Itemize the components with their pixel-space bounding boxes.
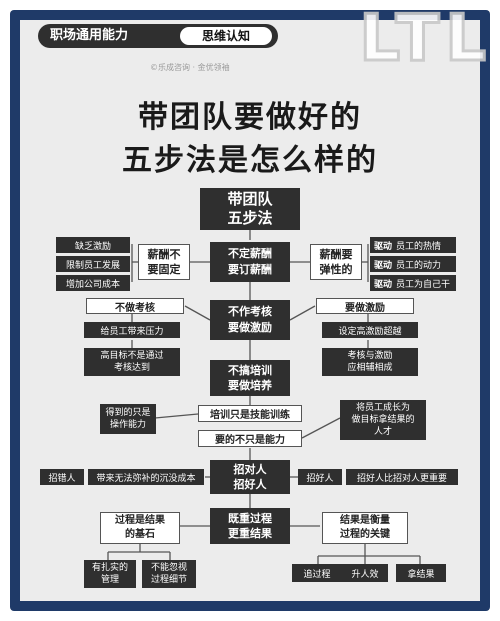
step2-left-item: 高目标不是通过 考核达到 — [84, 348, 180, 376]
step5-right-item: 升人效 — [342, 564, 388, 582]
step1-right-label: 薪酬要 弹性的 — [310, 244, 362, 280]
step1-left-label: 薪酬不 要固定 — [138, 244, 190, 280]
step5-left-item: 有扎实的 管理 — [84, 560, 136, 588]
title-line-1: 带团队要做好的 — [138, 100, 362, 135]
step5-node: 既重过程 更重结果 — [210, 508, 290, 544]
step1-left-item: 缺乏激励 — [56, 237, 130, 253]
step3-sub-ability: 要的不只是能力 — [198, 430, 302, 447]
topic-tag: 思维认知 — [180, 27, 272, 45]
step2-right-item: 考核与激励 应相辅相成 — [322, 348, 418, 376]
step3-right-note: 将员工成长为 做目标拿结果的 人才 — [340, 400, 426, 440]
step5-right-item: 拿结果 — [396, 564, 446, 582]
step1-right-item: 驱动员工的动力 — [370, 256, 456, 272]
step4-left-item: 带来无法弥补的沉没成本 — [88, 469, 204, 485]
step1-left-item: 增加公司成本 — [56, 275, 130, 291]
step5-left-label: 过程是结果 的基石 — [100, 512, 180, 544]
step5-right-item: 追过程 — [292, 564, 342, 582]
step4-right-item: 招好人 — [298, 469, 342, 485]
source-line: ©乐成咨询 · 金优领袖 — [150, 63, 230, 72]
step3-left-note: 得到的只是 操作能力 — [100, 404, 156, 434]
step5-left-item: 不能忽视 过程细节 — [142, 560, 196, 588]
step4-left-item: 招错人 — [40, 469, 84, 485]
step4-node: 招对人 招好人 — [210, 460, 290, 494]
step2-left-label: 不做考核 — [86, 298, 184, 314]
title-line-2: 五步法是怎么样的 — [122, 143, 378, 178]
step2-node: 不作考核 要做激励 — [210, 300, 290, 340]
step1-right-item: 驱动员工的热情 — [370, 237, 456, 253]
step1-node: 不定薪酬 要订薪酬 — [210, 242, 290, 282]
step5-right-label: 结果是衡量 过程的关键 — [322, 512, 408, 544]
step1-left-item: 限制员工发展 — [56, 256, 130, 272]
root-node: 带团队 五步法 — [200, 188, 300, 230]
watermark-logo: LTL — [358, 1, 492, 78]
category-tag: 职场通用能力 — [50, 28, 129, 43]
step2-right-item: 设定高激励超越 — [322, 322, 418, 338]
step1-right-item: 驱动员工为自己干 — [370, 275, 456, 291]
step3-node: 不搞培训 要做培养 — [210, 360, 290, 396]
step4-right-item: 招好人比招对人更重要 — [346, 469, 458, 485]
step2-left-item: 给员工带来压力 — [84, 322, 180, 338]
step2-right-label: 要做激励 — [316, 298, 414, 314]
step3-sub-training: 培训只是技能训练 — [198, 405, 302, 422]
